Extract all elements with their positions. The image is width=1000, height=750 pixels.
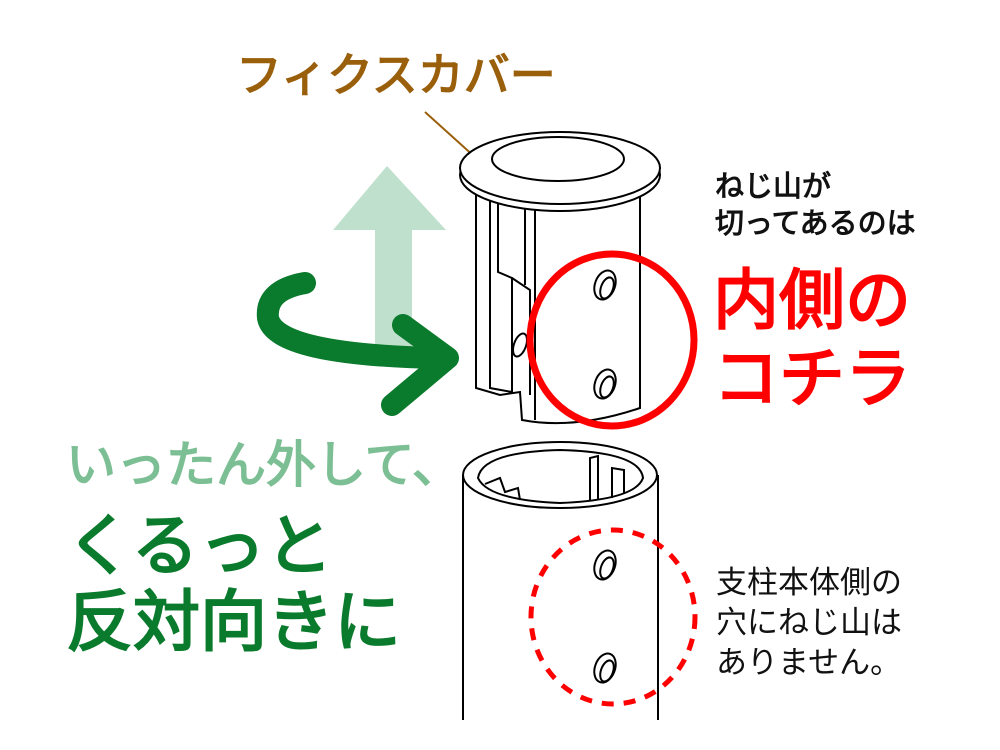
highlight-circle-solid [526, 250, 698, 430]
thread-note: ねじ山が 切ってあるのは [715, 168, 916, 242]
post-note-line-1: 支柱本体側の [716, 565, 902, 601]
inner-side-callout-line-1: 内側の [713, 262, 911, 339]
flip-instruction: くるっと 反対向きに [66, 508, 401, 660]
fix-cover-label: フィクスカバー [236, 48, 556, 102]
thread-note-line-2: 切ってあるのは [715, 206, 916, 240]
post-note-line-3: ありません。 [716, 645, 902, 681]
post-note: 支柱本体側の 穴にねじ山は ありません。 [716, 563, 902, 683]
post-body-part [462, 441, 659, 720]
flip-instruction-line-2: 反対向きに [66, 583, 401, 661]
inner-side-callout: 内側の コチラ [713, 262, 911, 418]
up-arrow-icon [333, 166, 446, 355]
post-note-line-2: 穴にねじ山は [716, 605, 902, 641]
highlight-circle-dashed [528, 527, 698, 707]
remove-instruction: いったん外して、 [66, 436, 462, 494]
leader-line [424, 111, 477, 159]
thread-note-line-1: ねじ山が [715, 169, 832, 203]
rotate-arrow-icon [256, 272, 459, 416]
fix-cover-part [459, 131, 661, 425]
flip-instruction-line-1: くるっと [66, 507, 333, 585]
inner-side-callout-line-2: コチラ [713, 340, 911, 417]
